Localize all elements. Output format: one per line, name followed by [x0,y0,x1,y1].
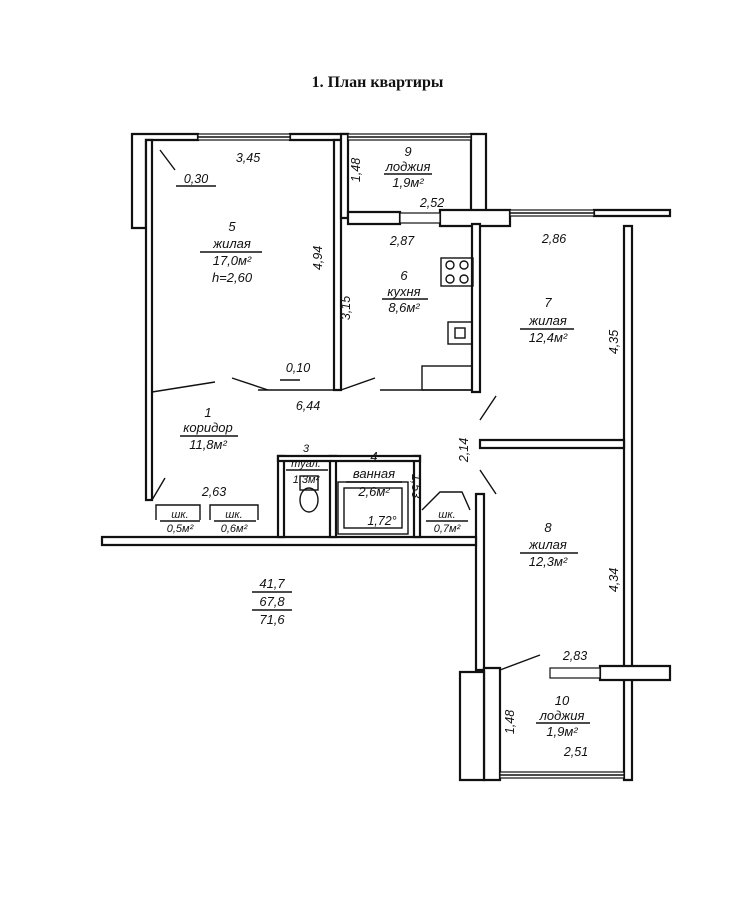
room-10-number: 10 [555,693,570,708]
room-7-label: 7 жилая 12,4м² [520,295,574,345]
closet-3-area: 0,7м² [434,523,461,535]
room-6-label: 6 кухня 8,6м² [382,268,428,315]
walls [100,132,672,782]
room-1-number: 1 [204,405,211,420]
room-4-number: 4 [370,449,377,464]
room-10-area: 1,9м² [546,724,578,739]
closet-2-label: шк. 0,6м² [214,509,256,535]
dim-3-15: 3,15 [339,296,353,320]
room-9-number: 9 [404,144,411,159]
room-3-label: 3 туал. 1,3м² [286,443,328,486]
dim-1-48-bottom: 1,48 [503,710,517,734]
dim-1-53: 1,53 [409,474,423,498]
room-10-name: лоджия [539,708,585,723]
closet-1-area: 0,5м² [167,523,194,535]
room-6-name: кухня [387,284,420,299]
room-5-name: жилая [212,236,251,251]
room-5-area: 17,0м² [213,253,252,268]
room-9-area: 1,9м² [392,175,424,190]
dim-2-87: 2,87 [389,234,415,248]
closet-1-label: шк. 0,5м² [160,509,200,535]
dim-1-48-top: 1,48 [349,158,363,182]
room-5-label: 5 жилая 17,0м² h=2,60 [200,219,262,285]
dim-3-45: 3,45 [236,151,260,165]
room-7-area: 12,4м² [529,330,568,345]
dim-2-51: 2,51 [563,745,588,759]
room-4-label: 4 ванная 2,6м² [346,449,402,499]
room-6-area: 8,6м² [388,300,420,315]
room-8-name: жилая [528,537,567,552]
dim-2-86: 2,86 [541,232,566,246]
room-7-number: 7 [544,295,552,310]
closet-2-area: 0,6м² [221,523,248,535]
room-7-name: жилая [528,313,567,328]
room-5-number: 5 [228,219,236,234]
room-10-label: 10 лоджия 1,9м² [536,693,590,739]
total-living-area: 41,7 [259,576,285,591]
total-area-with-loggias: 71,6 [259,612,285,627]
area-totals: 41,7 67,8 71,6 [252,576,292,627]
room-1-area: 11,8м² [189,437,227,452]
dimensions: 3,45 0,30 1,48 2,52 2,87 2,86 4,94 3,15 … [176,151,621,759]
room-1-name: коридор [183,420,232,435]
dim-0-30: 0,30 [184,172,208,186]
room-9-name: лоджия [385,159,431,174]
room-8-label: 8 жилая 12,3м² [520,520,578,569]
total-area: 67,8 [259,594,285,609]
room-5-height: h=2,60 [212,270,253,285]
closet-3-label: шк. 0,7м² [426,509,468,535]
dim-6-44: 6,44 [296,399,320,413]
windows [197,133,625,779]
dim-1-72: 1,72° [367,514,396,528]
dim-2-63: 2,63 [201,485,226,499]
plan-title: 1. План квартиры [311,74,444,91]
room-3-number: 3 [303,443,310,455]
room-9-label: 9 лоджия 1,9м² [384,144,432,190]
dim-2-83: 2,83 [562,649,587,663]
dim-2-52: 2,52 [419,196,444,210]
room-3-name: туал. [291,458,321,470]
room-4-area: 2,6м² [357,484,390,499]
room-6-number: 6 [400,268,408,283]
room-3-area: 1,3м² [293,474,320,486]
room-1-label: 1 коридор 11,8м² [180,405,238,452]
room-4-name: ванная [353,466,395,481]
dim-0-10: 0,10 [286,361,310,375]
dim-4-35: 4,35 [607,330,621,354]
closet-2-name: шк. [225,509,242,521]
closet-3-name: шк. [438,509,455,521]
closet-1-name: шк. [171,509,188,521]
dim-4-94: 4,94 [311,246,325,270]
room-8-number: 8 [544,520,552,535]
dim-4-34: 4,34 [607,568,621,592]
dim-2-14: 2,14 [457,438,471,463]
room-8-area: 12,3м² [529,554,568,569]
